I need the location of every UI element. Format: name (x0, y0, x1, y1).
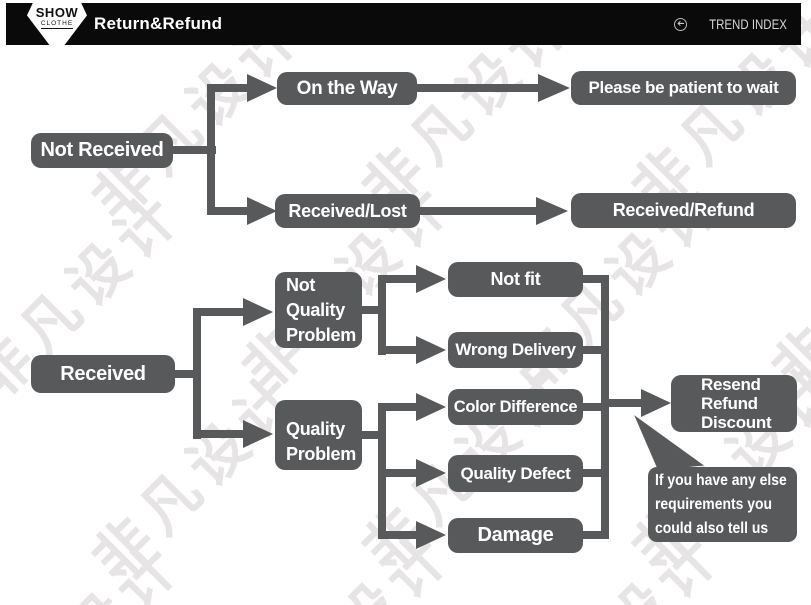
connector (207, 84, 215, 215)
note-line: If you have any else (655, 472, 787, 489)
connector (601, 275, 609, 539)
node-line: Refund (701, 394, 758, 413)
note-line: could also tell us (655, 520, 769, 537)
connector (193, 308, 245, 316)
arrowhead-icon (536, 197, 568, 225)
connector (581, 346, 603, 354)
connector (581, 531, 603, 539)
connector (378, 403, 418, 411)
node-resend-refund-discount: Resend Refund Discount (671, 375, 797, 432)
logo-text-show: SHOW (35, 5, 79, 20)
node-line: Resend (701, 375, 761, 394)
connector (207, 207, 249, 215)
node-please-be-patient: Please be patient to wait (571, 71, 796, 105)
connector (378, 275, 386, 355)
node-quality-defect: Quality Defect (448, 455, 583, 492)
connector (378, 275, 418, 283)
node-color-difference: Color Difference (448, 389, 583, 425)
node-received: Received (31, 355, 175, 393)
node-line: Quality (286, 419, 345, 439)
node-received-lost: Received/Lost (275, 194, 420, 228)
node-line: Not (286, 274, 316, 295)
page-title: Return&Refund (94, 14, 223, 33)
connector (193, 308, 201, 439)
connector (581, 275, 603, 283)
connector (607, 399, 645, 407)
node-wrong-delivery: Wrong Delivery (448, 332, 583, 368)
node-on-the-way: On the Way (277, 72, 417, 105)
arrowhead-icon (247, 197, 277, 225)
node-not-quality-problem: Not Quality Problem (275, 272, 362, 348)
connector (173, 370, 201, 378)
trend-index-label: TREND INDEX (709, 16, 787, 32)
connector (207, 84, 249, 92)
node-received-refund: Received/Refund (571, 193, 796, 228)
node-damage: Damage (448, 518, 583, 553)
connector (358, 431, 386, 439)
connector (171, 146, 216, 154)
arrowhead-icon (641, 389, 671, 417)
arrowhead-icon (538, 74, 570, 102)
connector (378, 531, 418, 539)
header-bar: Return&Refund ➔ TREND INDEX (6, 3, 801, 45)
connector (378, 469, 418, 477)
connector (378, 346, 418, 354)
node-line: Problem (286, 324, 356, 345)
node-line: Problem (286, 444, 356, 464)
node-quality-problem: Quality Problem (275, 400, 362, 470)
connector (415, 84, 540, 92)
connector (358, 306, 386, 314)
node-line: Quality (286, 299, 345, 320)
circle-arrow-icon: ➔ (674, 17, 688, 31)
arrowhead-icon (416, 393, 446, 421)
node-line: Discount (701, 413, 772, 432)
connector (418, 207, 538, 215)
arrowhead-icon (416, 265, 446, 293)
connector (193, 430, 245, 438)
logo-text-clothe: CLOTHE (40, 20, 74, 29)
node-not-fit: Not fit (448, 262, 583, 297)
arrowhead-icon (416, 336, 446, 364)
note-line: requirements you (655, 496, 773, 513)
trend-index-brand: ➔ TREND INDEX (674, 3, 787, 45)
note-speech-bubble: If you have any else requirements you co… (648, 467, 797, 542)
connector (581, 403, 603, 411)
node-not-received: Not Received (31, 133, 173, 168)
connector (581, 469, 603, 477)
